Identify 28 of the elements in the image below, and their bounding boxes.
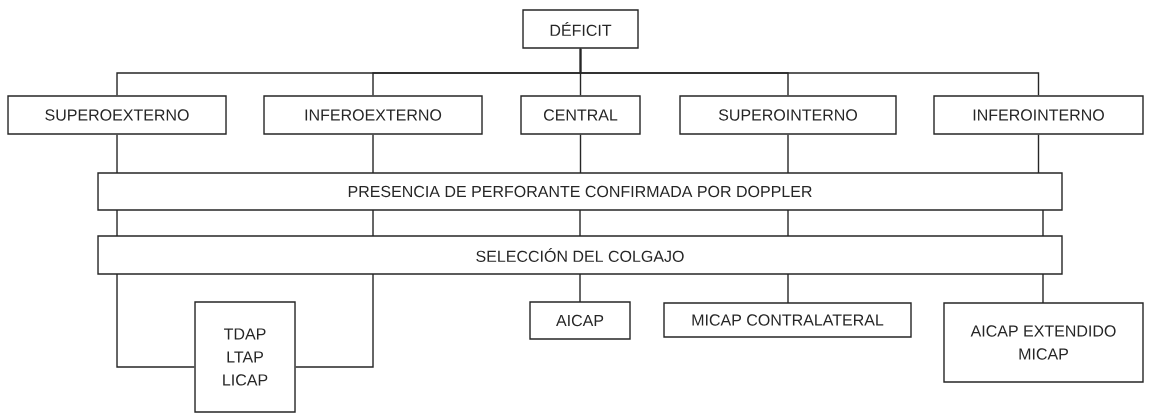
option-box: AICAP — [529, 301, 631, 340]
connector-line — [579, 48, 1040, 96]
band-box: PRESENCIA DE PERFORANTE CONFIRMADA POR DOPPLER — [97, 172, 1063, 211]
connector-line — [787, 209, 789, 237]
root-box: DÉFICIT — [522, 9, 639, 49]
option-box: TDAP LTAP LICAP — [194, 301, 296, 413]
connector-line — [1042, 209, 1044, 237]
connector-line — [579, 209, 581, 237]
option-box: SUPEROEXTERNO — [7, 95, 227, 135]
connector-line — [579, 134, 582, 174]
connector-line — [116, 273, 195, 368]
connector-line — [372, 134, 374, 174]
connector-line — [1042, 273, 1044, 304]
connector-line — [372, 209, 374, 237]
connector-line — [116, 134, 118, 174]
connector-line — [116, 209, 118, 237]
option-box: INFEROINTERNO — [933, 95, 1144, 135]
option-box: MICAP CONTRALATERAL — [663, 302, 912, 338]
option-box: SUPEROINTERNO — [679, 95, 897, 135]
connector-line — [579, 273, 581, 303]
connector-line — [787, 134, 789, 174]
option-box: CENTRAL — [520, 95, 641, 135]
connector-line — [1037, 134, 1040, 174]
option-box: INFEROEXTERNO — [263, 95, 483, 135]
connector-line — [295, 273, 374, 368]
band-box: SELECCIÓN DEL COLGAJO — [97, 235, 1063, 275]
connector-line — [787, 273, 789, 304]
option-box: AICAP EXTENDIDO MICAP — [943, 302, 1144, 383]
